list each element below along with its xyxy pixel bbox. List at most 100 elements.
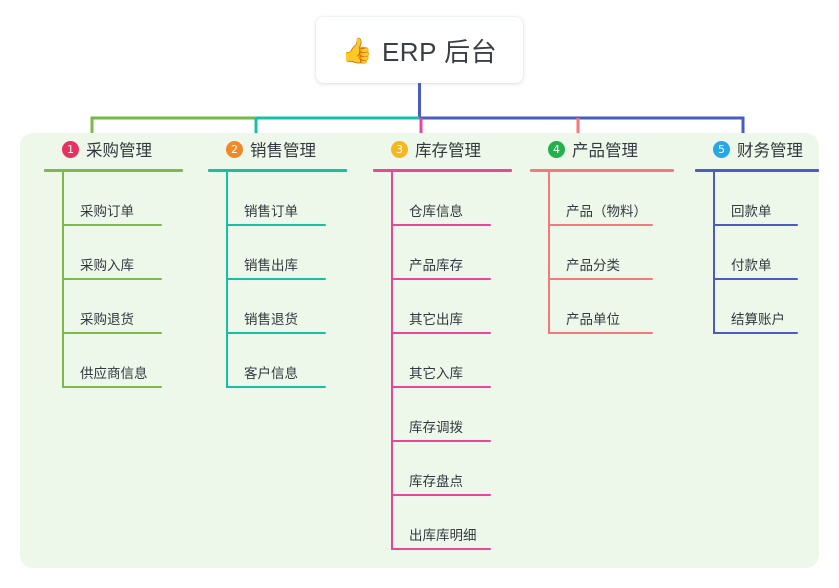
leaf-underline <box>226 224 326 226</box>
leaf-item[interactable]: 销售退货 <box>208 280 373 334</box>
leaf-underline <box>548 224 653 226</box>
leaf-underline <box>548 332 653 334</box>
leaf-item-label: 产品（物料） <box>566 204 647 219</box>
leaf-spine <box>391 172 393 550</box>
branch-underline <box>530 169 674 172</box>
leaf-item[interactable]: 库存盘点 <box>373 442 538 496</box>
leaf-item-label: 供应商信息 <box>80 366 148 381</box>
leaf-underline <box>391 494 491 496</box>
leaf-item-label: 付款单 <box>731 258 772 273</box>
root-node-card[interactable]: 👍 ERP 后台 <box>316 17 523 83</box>
leaf-item-label: 客户信息 <box>244 366 298 381</box>
leaf-underline <box>391 224 491 226</box>
leaf-underline <box>391 332 491 334</box>
leaf-list: 销售订单销售出库销售退货客户信息 <box>208 172 373 388</box>
leaf-list: 回款单付款单结算账户 <box>695 172 839 334</box>
leaf-item-label: 销售退货 <box>244 312 298 327</box>
leaf-item-label: 其它入库 <box>409 366 463 381</box>
branch-title: 财务管理 <box>737 142 803 160</box>
leaf-item[interactable]: 付款单 <box>695 226 839 280</box>
leaf-item-label: 采购入库 <box>80 258 134 273</box>
leaf-item[interactable]: 采购订单 <box>44 172 209 226</box>
branch-title: 采购管理 <box>86 142 152 160</box>
branch-underline <box>695 169 819 172</box>
leaf-underline <box>62 224 162 226</box>
branch-number-badge: 5 <box>713 140 730 158</box>
leaf-item-label: 销售出库 <box>244 258 298 273</box>
leaf-underline <box>713 278 798 280</box>
leaf-item[interactable]: 结算账户 <box>695 280 839 334</box>
branch-number-badge: 4 <box>548 140 565 158</box>
leaf-item[interactable]: 客户信息 <box>208 334 373 388</box>
leaf-item[interactable]: 仓库信息 <box>373 172 538 226</box>
leaf-item[interactable]: 库存调拨 <box>373 388 538 442</box>
branch-title: 销售管理 <box>250 142 316 160</box>
branch-column-5: 5 财务管理回款单付款单结算账户 <box>695 133 839 334</box>
leaf-item-label: 产品库存 <box>409 258 463 273</box>
leaf-item-label: 库存调拨 <box>409 420 463 435</box>
thumbs-up-emoji: 👍 <box>341 36 373 65</box>
leaf-item-label: 产品分类 <box>566 258 620 273</box>
leaf-underline <box>62 386 162 388</box>
leaf-spine <box>713 172 715 334</box>
leaf-spine <box>62 172 64 388</box>
branch-title: 产品管理 <box>572 142 638 160</box>
branch-number-badge: 1 <box>62 140 79 158</box>
leaf-underline <box>62 332 162 334</box>
leaf-item-label: 库存盘点 <box>409 474 463 489</box>
branch-header-1[interactable]: 1 采购管理 <box>44 133 209 165</box>
branch-column-4: 4 产品管理产品（物料） 产品分类产品单位 <box>530 133 700 334</box>
leaf-item[interactable]: 回款单 <box>695 172 839 226</box>
leaf-item[interactable]: 采购退货 <box>44 280 209 334</box>
branch-underline <box>373 169 512 172</box>
leaf-underline <box>226 332 326 334</box>
root-node-title: ERP 后台 <box>381 36 498 67</box>
branch-column-3: 3 库存管理仓库信息产品库存其它出库其它入库库存调拨库存盘点出库库明细 <box>373 133 538 550</box>
branch-header-3[interactable]: 3 库存管理 <box>373 133 538 165</box>
leaf-underline <box>226 386 326 388</box>
leaf-item-label: 其它出库 <box>409 312 463 327</box>
leaf-underline <box>391 548 491 550</box>
leaf-item[interactable]: 产品（物料） <box>530 172 700 226</box>
leaf-item[interactable]: 销售订单 <box>208 172 373 226</box>
leaf-item-label: 仓库信息 <box>409 204 463 219</box>
leaf-item[interactable]: 产品单位 <box>530 280 700 334</box>
leaf-underline <box>62 278 162 280</box>
leaf-item[interactable]: 产品库存 <box>373 226 538 280</box>
branch-header-5[interactable]: 5 财务管理 <box>695 133 839 165</box>
branch-number-badge: 2 <box>226 140 243 158</box>
leaf-item-label: 回款单 <box>731 204 772 219</box>
branch-underline <box>44 169 183 172</box>
branch-title: 库存管理 <box>415 142 481 160</box>
leaf-item[interactable]: 其它入库 <box>373 334 538 388</box>
leaf-underline <box>391 440 491 442</box>
branch-column-2: 2 销售管理销售订单销售出库销售退货客户信息 <box>208 133 373 388</box>
leaf-underline <box>391 278 491 280</box>
leaf-list: 仓库信息产品库存其它出库其它入库库存调拨库存盘点出库库明细 <box>373 172 538 550</box>
branch-number-badge: 3 <box>391 140 408 158</box>
branch-header-2[interactable]: 2 销售管理 <box>208 133 373 165</box>
leaf-underline <box>548 278 653 280</box>
leaf-spine <box>548 172 550 334</box>
branch-underline <box>208 169 347 172</box>
leaf-item-label: 产品单位 <box>566 312 620 327</box>
branch-columns: 1 采购管理采购订单采购入库采购退货供应商信息 2 销售管理销售订单销售出库销售退货客… <box>20 133 819 568</box>
leaf-item[interactable]: 供应商信息 <box>44 334 209 388</box>
branch-header-4[interactable]: 4 产品管理 <box>530 133 700 165</box>
leaf-item[interactable]: 销售出库 <box>208 226 373 280</box>
leaf-spine <box>226 172 228 388</box>
leaf-item[interactable]: 出库库明细 <box>373 496 538 550</box>
leaf-list: 采购订单采购入库采购退货供应商信息 <box>44 172 209 388</box>
leaf-underline <box>713 332 798 334</box>
leaf-item[interactable]: 产品分类 <box>530 226 700 280</box>
leaf-item-label: 采购订单 <box>80 204 134 219</box>
leaf-item-label: 结算账户 <box>731 312 785 327</box>
leaf-underline <box>226 278 326 280</box>
leaf-item[interactable]: 其它出库 <box>373 280 538 334</box>
leaf-item[interactable]: 采购入库 <box>44 226 209 280</box>
branch-column-1: 1 采购管理采购订单采购入库采购退货供应商信息 <box>44 133 209 388</box>
leaf-item-label: 采购退货 <box>80 312 134 327</box>
leaf-list: 产品（物料） 产品分类产品单位 <box>530 172 700 334</box>
leaf-item-label: 出库库明细 <box>409 528 477 543</box>
